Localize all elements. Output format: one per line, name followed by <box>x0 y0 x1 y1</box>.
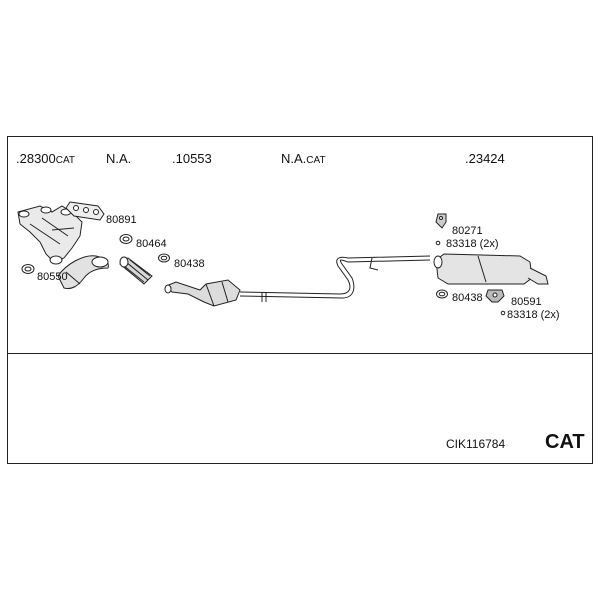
clamp-ring-icon <box>119 234 133 244</box>
diagram-divider <box>7 353 593 354</box>
flex-pipe-icon <box>119 256 153 285</box>
part-label-80438-rear: 80438 <box>452 292 483 304</box>
header-number: .28300 <box>16 151 56 166</box>
header-part-na-1: N.A. <box>106 152 131 166</box>
bolt-icon <box>435 240 441 246</box>
part-label-83318-bottom: 83318 (2x) <box>507 309 560 321</box>
part-label-83318-top: 83318 (2x) <box>446 238 499 250</box>
header-number: N.A. <box>281 151 307 166</box>
part-label-80550: 80550 <box>37 271 68 283</box>
catalytic-converter-icon <box>164 279 241 307</box>
part-label-80271: 80271 <box>452 225 483 237</box>
header-part-rear-silencer: .23424 <box>465 152 505 166</box>
diagram-frame <box>7 136 593 464</box>
part-label-80891: 80891 <box>106 214 137 226</box>
header-part-na-cat: N.A.CAT <box>281 152 326 168</box>
rear-silencer-icon <box>433 253 549 285</box>
bolt-icon-2 <box>500 310 506 316</box>
clamp-ring-icon-2 <box>158 253 170 263</box>
part-label-80438-front: 80438 <box>174 258 205 270</box>
exhaust-manifold-icon <box>17 205 83 265</box>
header-number: .10553 <box>172 151 212 166</box>
cat-tag: CAT <box>545 431 585 453</box>
header-part-middle: .10553 <box>172 152 212 166</box>
part-label-80591: 80591 <box>511 296 542 308</box>
part-label-80464: 80464 <box>136 238 167 250</box>
clamp-ring-icon-4 <box>436 289 448 299</box>
middle-pipe-icon <box>239 255 431 302</box>
gasket-strip-icon <box>65 201 105 221</box>
header-number: N.A. <box>106 151 132 166</box>
front-pipe-icon <box>57 255 109 289</box>
rubber-mount-icon <box>435 213 447 229</box>
kit-code: CIK116784 <box>446 437 506 451</box>
header-suffix: CAT <box>55 155 76 166</box>
header-number: .23424 <box>465 151 505 166</box>
rubber-mount-icon-2 <box>485 289 505 303</box>
header-suffix: CAT <box>306 155 326 166</box>
clamp-ring-icon-3 <box>21 264 35 274</box>
header-part-catalyst-manifold: .28300CAT <box>16 152 75 168</box>
